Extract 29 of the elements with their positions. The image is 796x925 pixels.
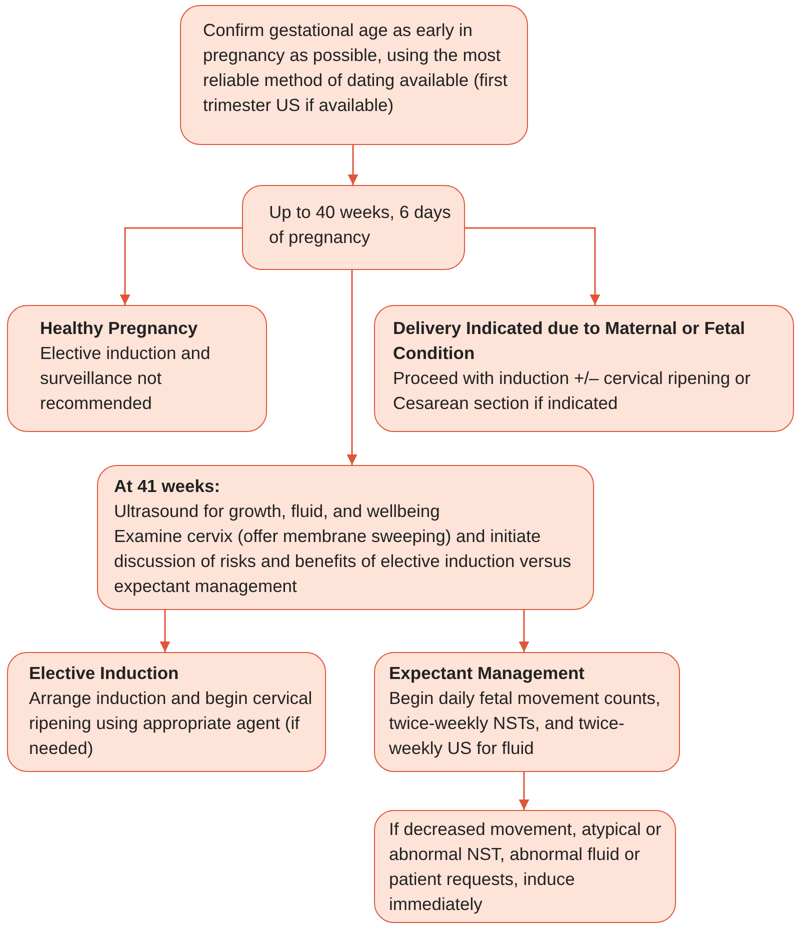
arrow	[120, 227, 242, 305]
box-text: If decreased movement, atypical or abnormal NST, abnormal fluid or patient requests, induce immediately	[389, 818, 662, 916]
box-text: Ultrasound for growth, fluid, and wellbeing	[114, 500, 441, 523]
process-box	[374, 652, 680, 772]
box-text: Proceed with induction +/– cervical ripening or Cesarean section if indicated	[393, 367, 752, 415]
arrow	[465, 227, 600, 305]
box-heading: At 41 weeks:	[114, 475, 222, 498]
box-text: Begin daily fetal movement counts, twice-weekly NSTs, and twice-weekly US for fluid	[389, 687, 662, 760]
box-heading: Healthy Pregnancy	[40, 317, 199, 340]
process-box	[242, 185, 465, 270]
box-text: Examine cervix (offer membrane sweeping) and initiate discussion of risks and benefits of elective induction versus expectant management	[114, 525, 572, 598]
arrow	[518, 610, 530, 652]
process-box	[374, 810, 676, 923]
box-text: Up to 40 weeks, 6 days of pregnancy	[269, 201, 452, 249]
process-box	[7, 305, 267, 432]
process-box	[97, 465, 594, 610]
box-heading: Elective Induction	[29, 662, 180, 685]
box-text: Confirm gestational age as early in pregnancy as possible, using the most reliable method of dating available (first trimester US if available)	[203, 19, 508, 117]
box-text: Arrange induction and begin cervical ripening using appropriate agent (if needed)	[29, 687, 314, 760]
process-box	[7, 652, 326, 772]
arrow	[160, 610, 170, 652]
process-box	[180, 5, 528, 145]
arrow	[346, 270, 358, 465]
arrow	[518, 772, 530, 810]
process-box	[374, 305, 794, 432]
box-heading: Delivery Indicated due to Maternal or Fetal Condition	[393, 317, 746, 365]
box-heading: Expectant Management	[389, 662, 586, 685]
box-text: Elective induction and surveillance not recommended	[40, 342, 212, 415]
arrow	[348, 145, 358, 185]
